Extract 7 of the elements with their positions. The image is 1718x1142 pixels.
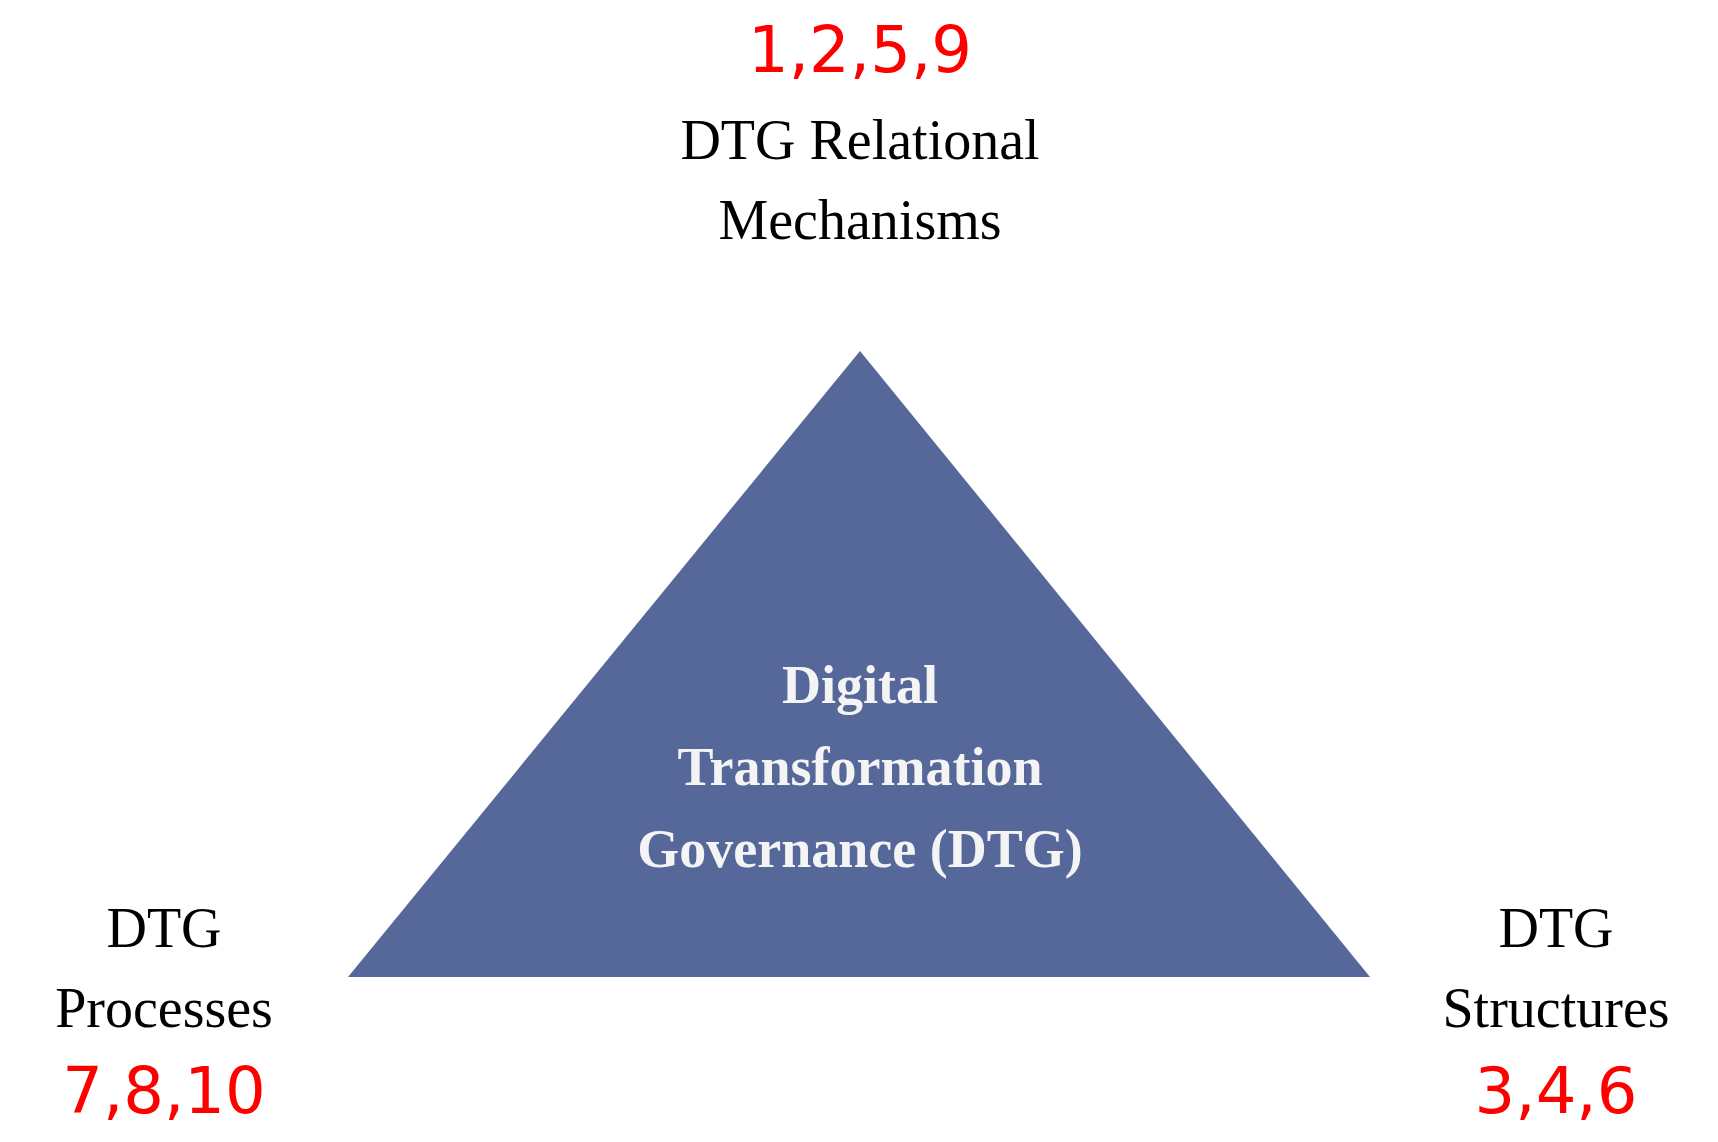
corner-label: DTG Processes (54, 896, 274, 1041)
corner-label: DTG Relational Mechanisms (680, 108, 1040, 253)
reference-numbers: 7,8,10 (61, 1055, 267, 1127)
corner-label: DTG Structures (1441, 896, 1671, 1041)
reference-numbers: 1,2,5,9 (747, 14, 973, 86)
triangle-title: Digital Transformation Governance (DTG) (636, 654, 1084, 881)
reference-numbers: 3,4,6 (1473, 1055, 1639, 1127)
